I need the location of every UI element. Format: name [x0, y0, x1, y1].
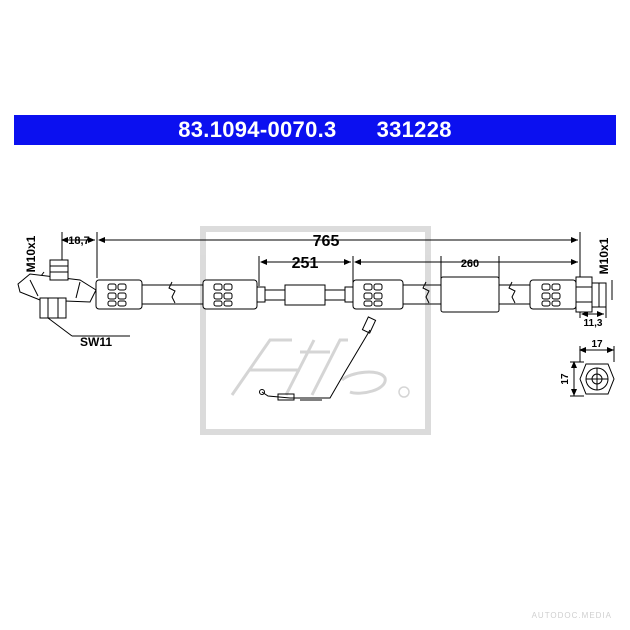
- header-banner: 83.1094-0070.3 331228: [14, 115, 616, 145]
- left-banjo-fitting: [17, 259, 97, 319]
- dim-section-a: 251: [292, 255, 319, 272]
- part-number: 83.1094-0070.3: [178, 117, 337, 142]
- protective-sleeve: [440, 276, 500, 313]
- dim-thread-left: M10x1: [24, 235, 38, 272]
- dim-wrench-size: SW11: [80, 335, 112, 349]
- center-sleeve: [284, 284, 354, 306]
- crimp-sleeve-1: [95, 279, 143, 310]
- hex-end-view: [570, 346, 615, 397]
- dim-total-length: 765: [313, 233, 340, 250]
- ate-logo: [230, 338, 410, 398]
- installed-hose-sketch: [259, 316, 377, 401]
- article-number: 331228: [376, 117, 452, 142]
- crimp-sleeve-3: [352, 279, 404, 310]
- crimp-sleeve-4: [529, 279, 577, 310]
- ate-watermark: [200, 226, 431, 435]
- site-watermark: AUTODOC.MEDIA: [531, 611, 612, 620]
- dim-offset-left: 18,7: [68, 235, 89, 247]
- dim-right-fitting-length: 11,3: [584, 318, 603, 329]
- dim-hex-width: 17: [591, 339, 603, 350]
- hose-body: [140, 281, 530, 305]
- crimp-sleeve-2: [202, 279, 266, 310]
- right-hex-fitting: [575, 276, 607, 313]
- dim-thread-right: M10x1: [597, 237, 611, 274]
- dim-section-b: 260: [461, 258, 479, 270]
- dim-hex-height: 17: [560, 373, 571, 385]
